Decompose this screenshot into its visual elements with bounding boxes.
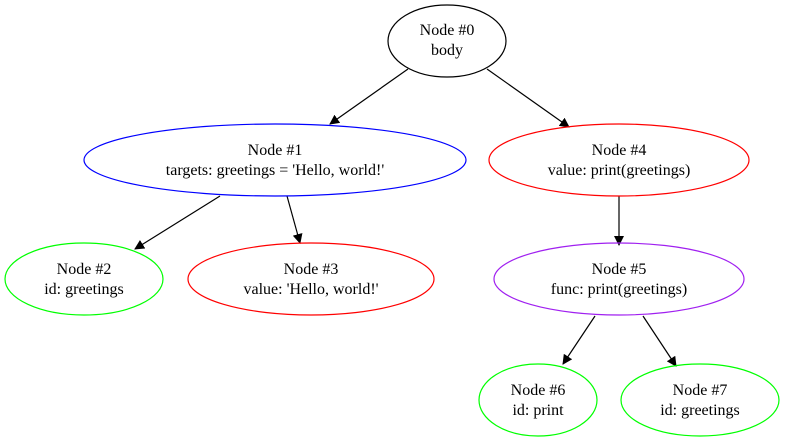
edge-node5-node6 <box>562 315 596 365</box>
node-3-title: Node #3 <box>284 261 339 278</box>
node-5-label: func: print(greetings) <box>551 281 687 298</box>
edge-node5-node7 <box>642 315 677 367</box>
node-7-title: Node #7 <box>673 382 728 399</box>
node-2-label: id: greetings <box>44 281 124 298</box>
node-7: Node #7 id: greetings <box>620 363 780 437</box>
node-2-ellipse <box>4 242 164 316</box>
node-3: Node #3 value: 'Hello, world!' <box>187 242 435 316</box>
node-7-ellipse <box>620 363 780 437</box>
edge-node1-node2 <box>134 195 221 250</box>
node-6-title: Node #6 <box>511 382 566 399</box>
node-7-label: id: greetings <box>660 402 740 419</box>
node-0-ellipse <box>387 4 507 78</box>
node-5-ellipse <box>493 242 745 316</box>
node-3-label: value: 'Hello, world!' <box>243 281 378 298</box>
edge-node1-node3 <box>286 195 303 244</box>
edge-node0-node4 <box>486 68 570 128</box>
node-5: Node #5 func: print(greetings) <box>493 242 745 316</box>
node-6-label: id: print <box>512 402 564 419</box>
node-4-label: value: print(greetings) <box>548 162 691 179</box>
node-3-ellipse <box>187 242 435 316</box>
node-6-ellipse <box>478 363 598 437</box>
node-1-label: targets: greetings = 'Hello, world!' <box>166 162 385 179</box>
node-1-ellipse <box>83 123 467 197</box>
node-6: Node #6 id: print <box>478 363 598 437</box>
node-4: Node #4 value: print(greetings) <box>488 123 750 197</box>
node-2-title: Node #2 <box>57 261 112 278</box>
node-1: Node #1 targets: greetings = 'Hello, wor… <box>83 123 467 197</box>
edge-node0-node1 <box>329 68 409 125</box>
node-5-title: Node #5 <box>592 261 647 278</box>
node-0-title: Node #0 <box>420 22 475 39</box>
node-2: Node #2 id: greetings <box>4 242 164 316</box>
edges <box>134 68 677 367</box>
node-4-title: Node #4 <box>592 142 647 159</box>
node-0: Node #0 body <box>387 4 507 78</box>
node-0-label: body <box>431 42 463 59</box>
node-4-ellipse <box>488 123 750 197</box>
node-1-title: Node #1 <box>248 142 303 159</box>
